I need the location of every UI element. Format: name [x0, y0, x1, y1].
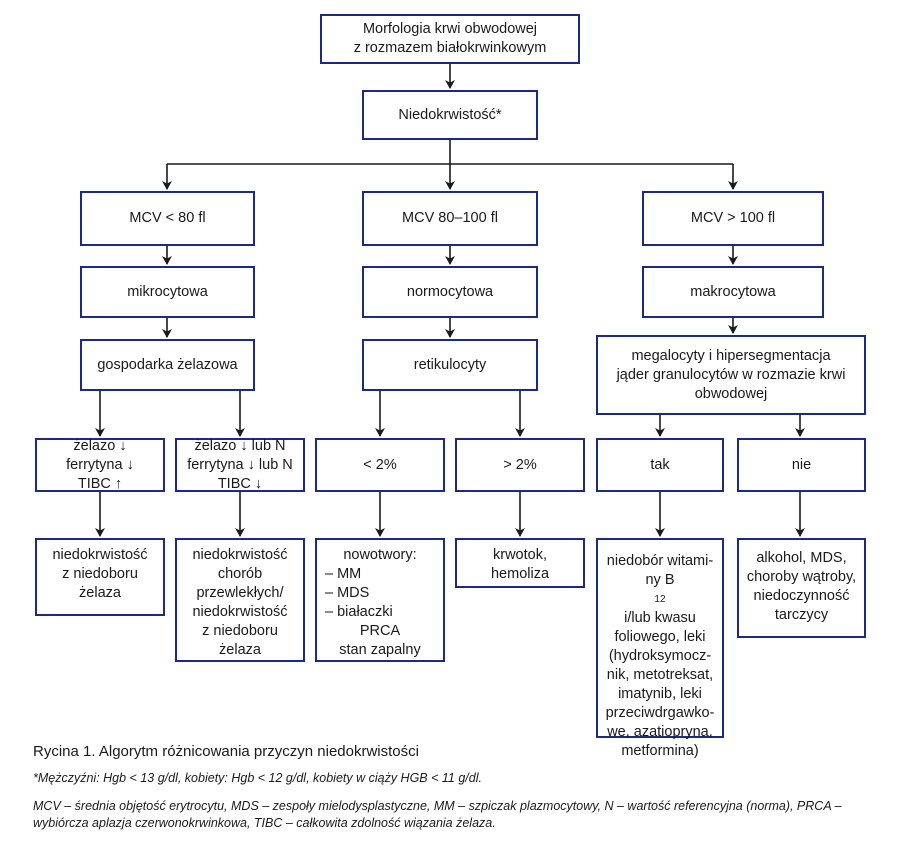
retic-test-box: retikulocyty [362, 339, 538, 391]
r3-prca: PRCA [359, 623, 401, 639]
figure-caption: Rycina 1. Algorytm różnicowania przyczyn… [33, 743, 419, 760]
retic-low-label: < 2% [363, 456, 397, 473]
root-line-2: z rozmazem białokrwinkowym [353, 40, 547, 56]
megalocyte-line-2: jąder granulocytów w rozmazie krwi [616, 366, 846, 383]
megalocyte-yes-box: tak [596, 438, 724, 492]
mcv-high-box: MCV > 100 fl [642, 191, 824, 246]
criteria-b-line-1: żelazo ↓ lub N [194, 437, 286, 454]
r5-line-9: metformina) [621, 743, 699, 759]
yes-label: tak [650, 456, 670, 473]
chronic-disease-criteria-box: żelazo ↓ lub N ferrytyna ↓ lub N TIBC ↓ [175, 438, 305, 492]
criteria-a-line-3: TIBC ↑ [77, 475, 123, 492]
microcytic-label: mikrocytowa [127, 283, 208, 300]
mcv-low-box: MCV < 80 fl [80, 191, 255, 246]
retic-high-label: > 2% [503, 456, 537, 473]
iron-deficiency-result-box: niedokrwistość z niedoboru żelaza [35, 538, 165, 616]
chronic-disease-result-box: niedokrwistość chorób przewlekłych/ nied… [175, 538, 305, 662]
iron-test-box: gospodarka żelazowa [80, 339, 255, 391]
megalocyte-line-1: megalocyty i hipersegmentacja [631, 347, 831, 364]
root-box: Morfologia krwi obwodowej z rozmazem bia… [320, 14, 580, 64]
microcytic-box: mikrocytowa [80, 266, 255, 318]
retic-test-label: retikulocyty [413, 356, 487, 373]
r5-line-8: we, azatiopryna, [607, 724, 713, 740]
r5-line-5: nik, metotreksat, [606, 667, 714, 683]
r5-ny: ny B [645, 572, 675, 588]
megalocyte-no-box: nie [737, 438, 866, 492]
anemia-label: Niedokrwistość* [398, 106, 502, 123]
r6-line-2: choroby wątroby, [746, 569, 857, 585]
megalocyte-line-3: obwodowej [694, 385, 768, 402]
alcohol-result-box: alkohol, MDS, choroby wątroby, niedoczyn… [737, 538, 866, 638]
criteria-a-line-1: żelazo ↓ [73, 437, 127, 454]
criteria-b-line-2: ferrytyna ↓ lub N [187, 456, 293, 473]
mcv-normal-label: MCV 80–100 fl [402, 210, 498, 226]
r3-item-mds: – MDS [325, 585, 370, 601]
macrocytic-label: makrocytowa [690, 283, 776, 300]
r1-line-3: żelaza [79, 585, 121, 601]
r5-subscript: 12 [654, 594, 666, 605]
r2-line-6: żelaza [219, 642, 261, 658]
r3-item-mm: – MM [325, 566, 362, 582]
r5-line-3: foliowego, leki [614, 629, 706, 645]
iron-deficiency-criteria-box: żelazo ↓ ferrytyna ↓ TIBC ↑ [35, 438, 165, 492]
r3-title: nowotwory: [343, 547, 417, 563]
r5-line-2: ny B 12 i/lub kwasu [606, 571, 715, 628]
r2-line-2: chorób [217, 566, 263, 582]
mcv-low-label: MCV < 80 fl [129, 210, 206, 226]
no-label: nie [791, 456, 812, 473]
neoplasm-result-box: nowotwory: – MM – MDS – białaczki PRCA s… [315, 538, 445, 662]
root-line-1: Morfologia krwi obwodowej [362, 21, 538, 37]
r5-after: i/lub kwasu [624, 610, 696, 626]
r6-line-4: tarczycy [774, 607, 829, 623]
criteria-a-line-2: ferrytyna ↓ [66, 456, 134, 473]
retic-high-box: > 2% [455, 438, 585, 492]
retic-low-box: < 2% [315, 438, 445, 492]
r1-line-1: niedokrwistość [52, 547, 148, 563]
criteria-b-line-3: TIBC ↓ [217, 475, 263, 492]
macrocytic-box: makrocytowa [642, 266, 824, 318]
normocytic-box: normocytowa [362, 266, 538, 318]
footnote-thresholds: *Mężczyźni: Hgb < 13 g/dl, kobiety: Hgb … [33, 771, 482, 785]
r4-line-2: hemoliza [490, 566, 550, 582]
r4-line-1: krwotok, [493, 547, 547, 563]
mcv-high-label: MCV > 100 fl [690, 210, 776, 226]
r2-line-4: niedokrwistość [192, 604, 288, 620]
iron-test-label: gospodarka żelazowa [97, 356, 238, 373]
r6-line-3: niedoczynność [753, 588, 850, 604]
footnote-abbreviations: MCV – średnia objętość erytrocytu, MDS –… [33, 799, 842, 830]
flowchart: Morfologia krwi obwodowej z rozmazem bia… [35, 14, 866, 759]
r2-line-3: przewlekłych/ [196, 585, 284, 601]
r6-line-1: alkohol, MDS, [756, 550, 847, 566]
r5-line-4: (hydroksymocz- [608, 648, 712, 664]
r1-line-2: z niedoboru [62, 566, 138, 582]
connector-lines [95, 62, 805, 537]
r2-line-5: z niedoboru [202, 623, 278, 639]
anemia-box: Niedokrwistość* [362, 90, 538, 140]
normocytic-label: normocytowa [406, 283, 494, 300]
r2-line-1: niedokrwistość [192, 547, 288, 563]
r3-item-leukemia: – białaczki [325, 604, 393, 620]
megalocyte-test-box: megalocyty i hipersegmentacja jąder gran… [596, 335, 866, 415]
r5-line-6: imatynib, leki [618, 686, 702, 702]
mcv-normal-box: MCV 80–100 fl [362, 191, 538, 246]
r3-inflammation: stan zapalny [339, 642, 421, 658]
bleeding-result-box: krwotok, hemoliza [455, 538, 585, 588]
b12-deficiency-result-box: niedobór witami- ny B 12 i/lub kwasu foli… [596, 538, 724, 759]
r5-line-1: niedobór witami- [606, 553, 714, 569]
r5-line-7: przeciwdrgawko- [605, 705, 715, 721]
